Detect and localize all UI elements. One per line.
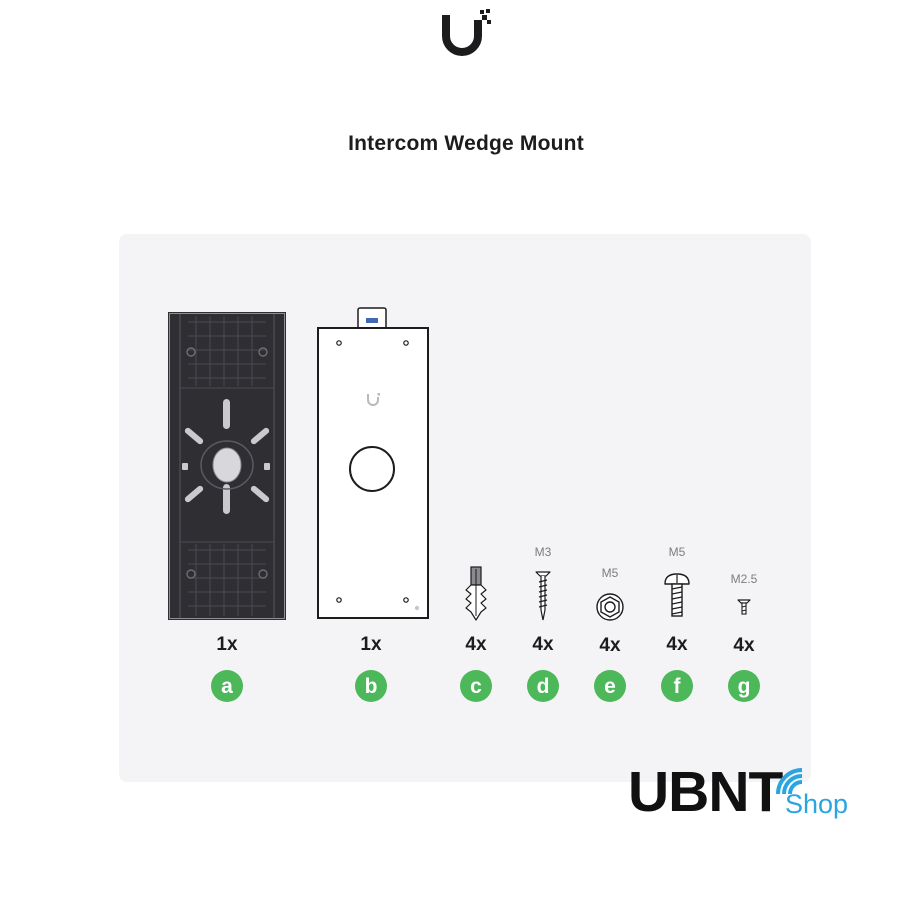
page-title: Intercom Wedge Mount	[348, 132, 584, 155]
watermark-shop: Shop	[785, 789, 849, 819]
qty-label-g: 4x	[733, 635, 755, 656]
machine-screw-icon	[664, 573, 690, 617]
size-label-g: M2.5	[730, 572, 758, 586]
part-badge-e: e	[594, 670, 626, 702]
part-badge-a: a	[211, 670, 243, 702]
watermark-brand: UBNT	[628, 760, 783, 824]
ubiquiti-u-logo-icon	[442, 9, 491, 56]
size-label-d: M3	[534, 545, 552, 559]
qty-label-b: 1x	[360, 634, 382, 655]
mounting-plate-icon	[317, 307, 429, 619]
part-badge-b: b	[355, 670, 387, 702]
size-label-f: M5	[668, 545, 686, 559]
part-badge-f: f	[661, 670, 693, 702]
part-badge-g: g	[728, 670, 760, 702]
wifi-signal-icon	[776, 768, 803, 795]
qty-label-f: 4x	[666, 634, 688, 655]
ubnt-shop-watermark: UBNT Shop	[628, 762, 868, 826]
small-screw-icon	[737, 599, 751, 615]
wall-anchor-icon	[465, 566, 487, 621]
size-label-e: M5	[601, 566, 619, 580]
wood-screw-icon	[535, 571, 551, 621]
part-badge-c: c	[460, 670, 492, 702]
part-badge-d: d	[527, 670, 559, 702]
qty-label-d: 4x	[532, 634, 554, 655]
wedge-base-plate-icon	[168, 312, 286, 620]
qty-label-a: 1x	[216, 634, 238, 655]
hex-nut-icon	[596, 593, 624, 621]
qty-label-e: 4x	[599, 635, 621, 656]
qty-label-c: 4x	[465, 634, 487, 655]
